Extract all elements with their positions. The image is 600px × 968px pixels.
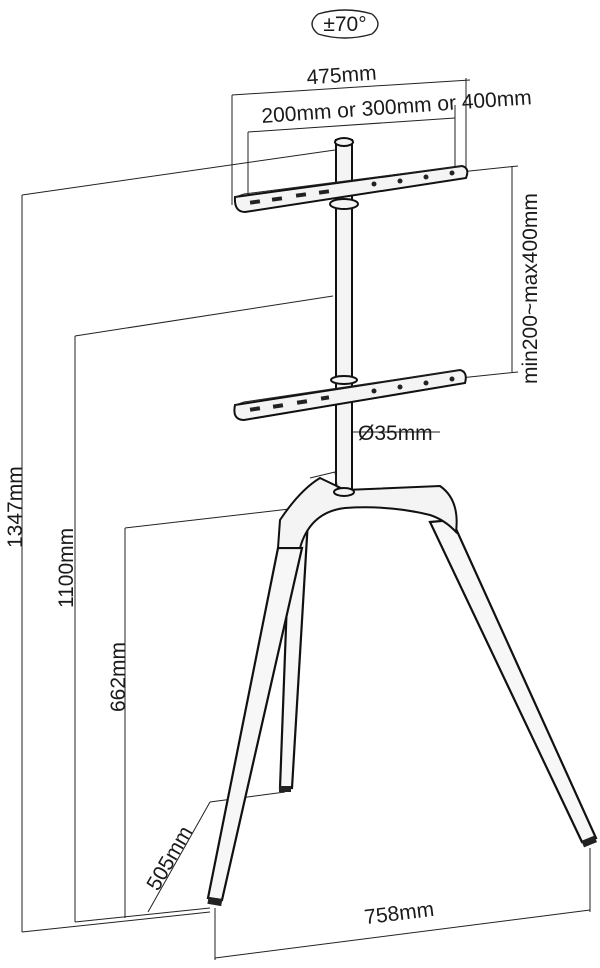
top-bracket-hole-2	[397, 178, 403, 184]
lower-bracket-hole-2	[397, 384, 403, 390]
dim-adjust-top-ext	[459, 165, 519, 173]
rotation-arc-bottom	[317, 33, 373, 39]
back-leg-foot	[279, 786, 291, 792]
front-left-leg-foot	[207, 896, 223, 907]
dim-1347-top-ext	[21, 149, 336, 196]
height-dimensions: 1347mm 1100mm 662mm	[4, 149, 336, 933]
front-right-leg	[428, 518, 598, 844]
lower-bracket-collar	[330, 375, 358, 385]
dim-adjust-label: min200~max400mm	[519, 193, 542, 384]
dim-662-top-ext	[124, 507, 299, 529]
rotation-arrow-right	[371, 13, 379, 35]
top-bracket-slot-3	[295, 192, 307, 198]
dim-1100-top-ext	[74, 295, 334, 337]
dim-1347-label: 1347mm	[4, 466, 27, 548]
top-bracket	[233, 164, 469, 214]
dim-475-line	[231, 79, 471, 96]
dim-758-line	[214, 909, 591, 959]
width-dimension: 758mm	[214, 848, 591, 960]
top-bracket-slot-2	[271, 196, 283, 202]
dim-adjust-bottom-ext	[459, 371, 519, 379]
rotation-indicator: ±70°	[311, 9, 379, 39]
top-bracket-slot-1	[249, 199, 261, 205]
top-bracket-hole-4	[449, 170, 455, 176]
tripod-hub	[276, 476, 458, 549]
vertical-adjust-dimension: min200~max400mm	[459, 165, 542, 384]
top-bracket-hole-1	[371, 181, 377, 187]
front-right-leg-foot	[581, 835, 597, 848]
rotation-arc-top	[317, 9, 373, 15]
lower-bracket-edge	[234, 369, 461, 406]
lower-bracket-slot-4	[320, 395, 330, 401]
tripod-hub-top	[309, 471, 339, 493]
top-bracket-hole-3	[423, 174, 429, 180]
top-bracket-collar	[329, 198, 359, 210]
dim-758-label: 758mm	[363, 898, 435, 929]
dim-vesa-line	[247, 117, 456, 133]
lower-bracket-hole-3	[423, 380, 429, 386]
tripod	[206, 471, 598, 907]
rotation-arrow-left	[311, 13, 319, 35]
dim-505-line	[147, 801, 211, 913]
lower-bracket-slot-1	[249, 406, 261, 412]
dim-diameter-label: Ø35mm	[358, 422, 433, 445]
lower-bracket-hole-1	[371, 388, 377, 394]
dim-505-label: 505mm	[142, 822, 197, 894]
lower-bracket	[233, 368, 467, 422]
lower-bracket-slot-2	[272, 403, 284, 409]
ground-line-front	[21, 911, 211, 933]
lower-bracket-hole-4	[449, 376, 455, 382]
rotation-label: ±70°	[323, 13, 366, 36]
pole-cap	[334, 137, 354, 147]
dim-1100-label: 1100mm	[55, 528, 78, 608]
tripod-hub-collar	[333, 487, 355, 497]
ground-line-mid	[74, 907, 211, 923]
top-bracket-slot-4	[318, 189, 330, 195]
dim-662-label: 662mm	[107, 642, 130, 712]
top-bracket-edge	[234, 165, 463, 198]
dim-505-top-ext	[209, 791, 286, 803]
dim-475-label: 475mm	[306, 62, 377, 90]
lower-bracket-slot-3	[296, 399, 308, 405]
lower-bracket-bar	[233, 368, 467, 422]
top-bracket-bar	[233, 164, 469, 214]
